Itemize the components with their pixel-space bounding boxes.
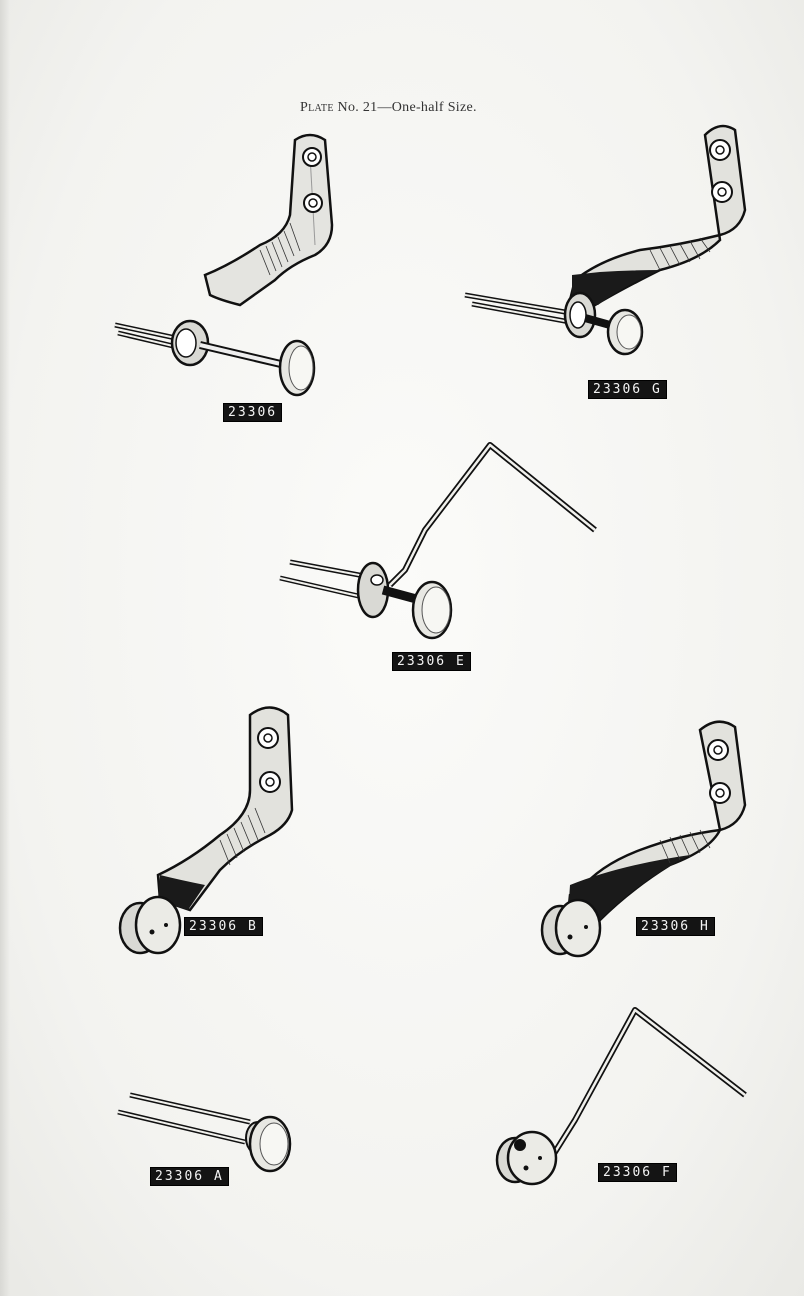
part-label: 23306 H	[636, 917, 715, 936]
plate-title: Plate No. 21—One-half Size.	[300, 100, 580, 116]
part-label: 23306 F	[598, 1163, 677, 1182]
part-23306-e-drawing	[275, 440, 605, 650]
part-23306-drawing	[110, 125, 350, 405]
part-23306-g-drawing	[460, 120, 760, 380]
plate-title-prefix: Plate	[300, 100, 334, 115]
part-23306-a-drawing	[110, 1080, 305, 1180]
part-label: 23306 G	[588, 380, 667, 399]
page-edge-shadow	[0, 0, 10, 1296]
part-label: 23306 A	[150, 1167, 229, 1186]
part-label: 23306 B	[184, 917, 263, 936]
plate-title-rest: No. 21—One-half Size.	[334, 100, 477, 115]
part-label: 23306 E	[392, 652, 471, 671]
part-label: 23306	[223, 403, 282, 422]
